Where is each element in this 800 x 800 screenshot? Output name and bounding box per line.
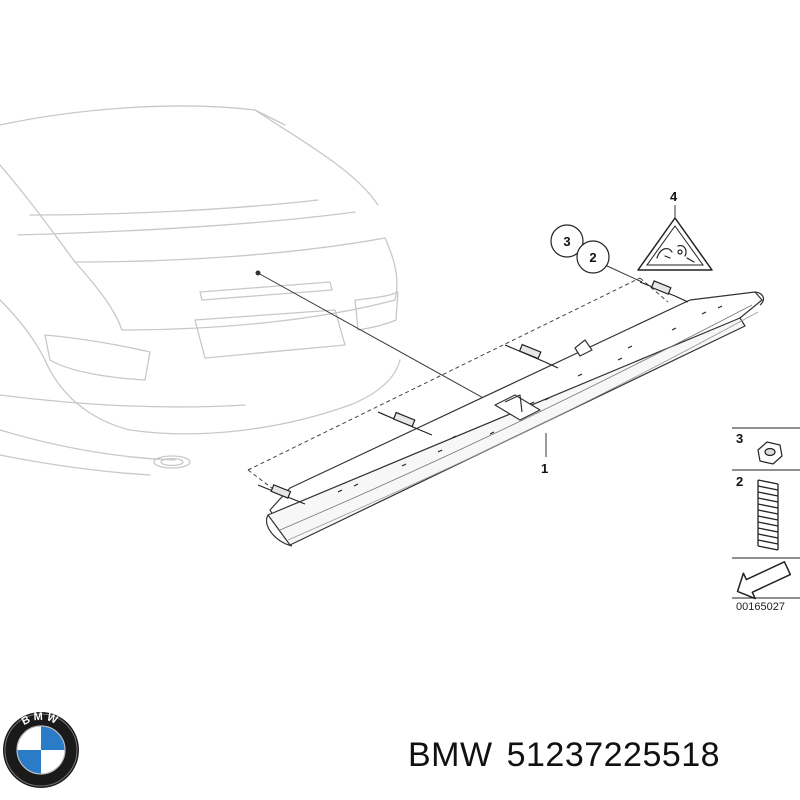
- stud-mid-right: [504, 343, 559, 369]
- legend-panel: 3 2 00165027: [732, 427, 800, 613]
- svg-text:2: 2: [589, 250, 596, 265]
- svg-text:BMW: BMW: [20, 711, 62, 728]
- stud-left: [257, 484, 306, 505]
- reference-code: 00165027: [736, 601, 785, 613]
- brake-light-bar: [266, 291, 765, 547]
- warning-label-icon: [637, 217, 713, 271]
- stud-mid-left: [377, 411, 433, 436]
- callout-3: 3: [550, 224, 584, 258]
- part-number: 51237225518: [506, 736, 721, 774]
- part-caption: BMW 51237225518: [408, 736, 734, 775]
- stud-right: [639, 280, 689, 303]
- mounting-studs: [257, 280, 689, 505]
- nut-icon: [757, 441, 783, 465]
- bmw-logo: BMW: [3, 711, 79, 788]
- svg-text:3: 3: [563, 234, 570, 249]
- brand-name: BMW: [408, 736, 493, 774]
- callout-leaders: [545, 205, 676, 457]
- callout-2: 2: [576, 240, 610, 274]
- callout-4: 4: [670, 189, 678, 204]
- legend-num-3: 3: [736, 431, 743, 446]
- arrow-icon: [736, 561, 792, 600]
- callout-1: 1: [541, 461, 548, 476]
- leader-line: [255, 270, 506, 411]
- legend-num-2: 2: [736, 474, 743, 489]
- spring-icon: [757, 479, 779, 551]
- car-rear-outline: [0, 105, 401, 476]
